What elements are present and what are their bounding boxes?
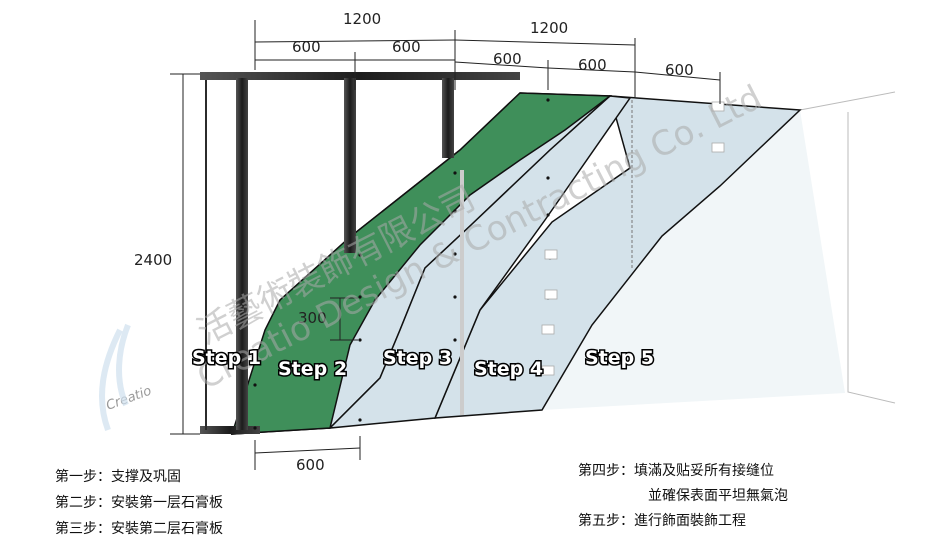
step-1-label: Step 1	[192, 347, 261, 369]
watermark-logo-text: Creatio	[104, 384, 153, 414]
step4-board	[433, 95, 802, 419]
caption-step-4-cont: 並確保表面平坦無氣泡	[648, 488, 788, 504]
top-dimension-lines	[254, 20, 721, 104]
dim-top-right-span: 1200	[530, 19, 568, 37]
stud-2	[344, 78, 356, 253]
bottom-dimension-lines	[254, 436, 361, 470]
dim-bottom-span: 600	[296, 456, 325, 474]
stud-1	[236, 78, 248, 430]
caption-step-4: 第四步：填滿及贴妥所有接缝位	[578, 462, 774, 479]
caption-step-5: 第五步：進行飾面裝飾工程	[578, 512, 746, 529]
height-dimension-lines	[170, 73, 200, 435]
dim-top-left-span: 1200	[343, 10, 381, 28]
dim-segment-3: 600	[493, 50, 522, 68]
bottom-track	[200, 426, 260, 434]
dim-segment-2: 600	[392, 38, 421, 56]
top-track	[200, 72, 520, 80]
dim-segment-4: 600	[578, 56, 607, 74]
tape-marks	[541, 101, 725, 376]
step-2-label: Step 2	[278, 358, 347, 380]
logo-swoosh-icon	[99, 323, 131, 432]
dim-segment-1: 600	[292, 38, 321, 56]
stud-3	[442, 78, 454, 158]
step-4-label: Step 4	[474, 358, 543, 380]
dim-stud-spacing: 300	[298, 309, 327, 327]
step-5-label: Step 5	[585, 347, 654, 369]
room-outline	[799, 91, 896, 404]
caption-step-2: 第二步：安裝第一层石膏板	[55, 494, 223, 511]
step2-green-board	[230, 92, 613, 435]
dim-height: 2400	[134, 251, 172, 269]
step-3-label: Step 3	[383, 347, 452, 369]
caption-step-1: 第一步：支撑及巩固	[55, 468, 181, 485]
dim-segment-5: 600	[665, 61, 694, 79]
caption-step-3: 第三步：安裝第二层石膏板	[55, 520, 223, 537]
stud-spacing-lines	[330, 297, 358, 341]
step5-region	[542, 106, 845, 410]
step3-board-right	[327, 95, 632, 429]
